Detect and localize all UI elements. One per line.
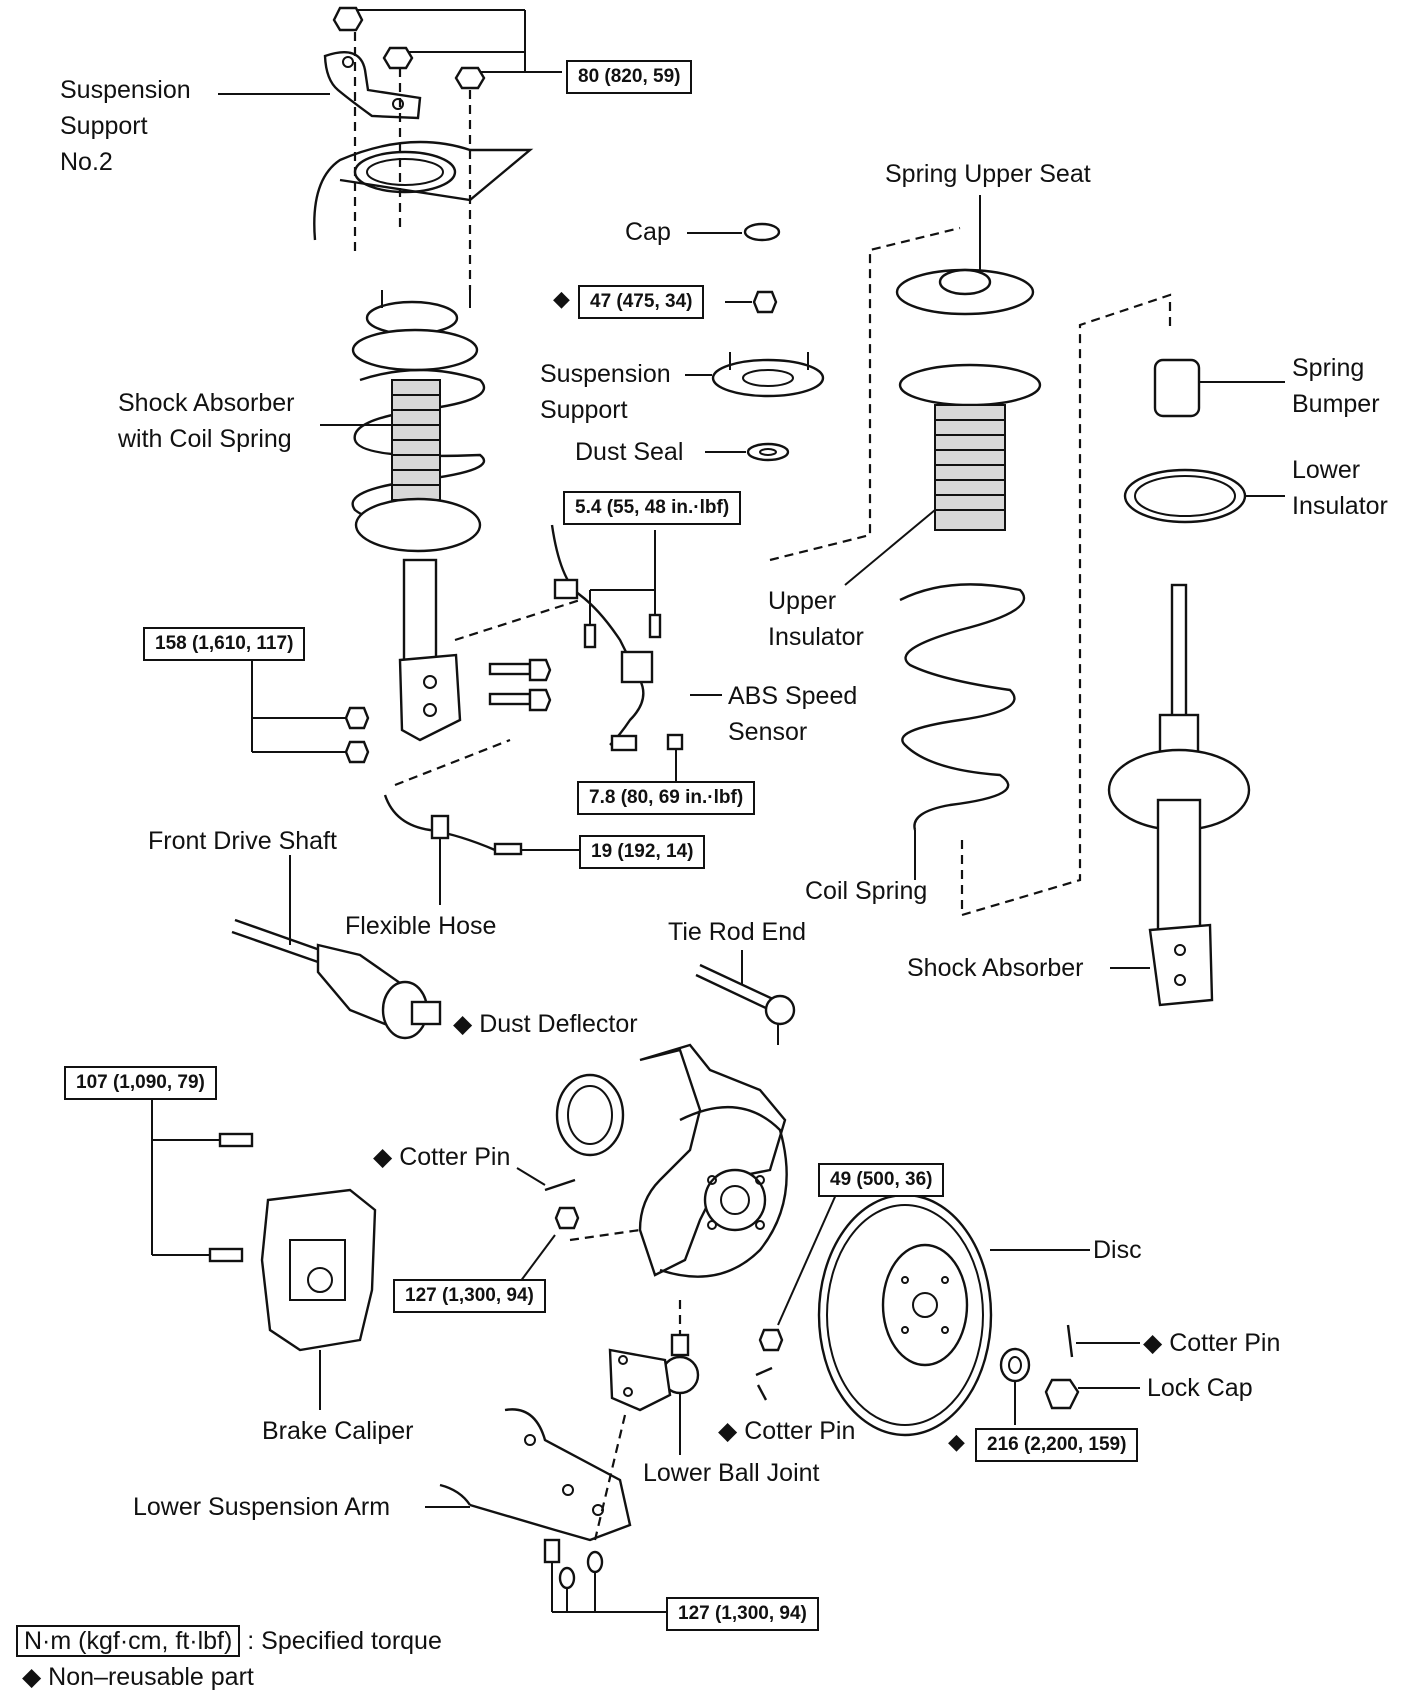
label-abs-speed-sensor: ABS Speed Sensor <box>728 682 858 746</box>
spring-upper-seat-part <box>895 195 1035 316</box>
label-dust-deflector: ◆ Dust Deflector <box>453 1006 638 1042</box>
upper-insulator-part <box>844 363 1042 586</box>
coil-spring-part <box>899 583 1026 880</box>
label-disc: Disc <box>1093 1236 1142 1264</box>
torque-abs-bracket: 5.4 (55, 48 in.·lbf) <box>563 491 742 525</box>
top-mount-nuts <box>332 6 562 90</box>
brake-caliper-part <box>260 1188 377 1410</box>
strut-assembly <box>351 290 486 742</box>
strut-bolts <box>251 658 552 764</box>
label-spring-upper-seat: Spring Upper Seat <box>885 160 1091 188</box>
label-tie-rod-end: Tie Rod End <box>668 918 807 946</box>
legend-nonreusable: ◆ Non–reusable part <box>22 1663 254 1691</box>
torque-caliper-bolts: 107 (1,090, 79) <box>64 1066 217 1100</box>
label-coil-spring: Coil Spring <box>805 877 928 905</box>
cotter-pin-right-text: Cotter Pin <box>1169 1329 1281 1357</box>
torque-flex-hose: 19 (192, 14) <box>579 835 706 869</box>
cotter-pin-knuckle-text: Cotter Pin <box>399 1143 511 1171</box>
label-cap: Cap <box>625 218 671 246</box>
spring-bumper-part <box>1153 358 1285 418</box>
label-lower-suspension-arm: Lower Suspension Arm <box>133 1493 391 1521</box>
label-suspension-support: Suspension Support <box>540 360 671 424</box>
suspension-support-part <box>685 352 825 398</box>
label-lower-insulator: Lower Insulator <box>1292 456 1388 520</box>
arm-bolts <box>543 1538 666 1613</box>
flexible-hose-part <box>383 794 580 905</box>
drive-shaft-part <box>231 855 442 1040</box>
label-shock-absorber: Shock Absorber <box>907 954 1084 982</box>
nonreusable-mark-hub-nut: ◆ <box>948 1429 965 1454</box>
nonreusable-mark: ◆ <box>1143 1329 1163 1357</box>
label-brake-caliper: Brake Caliper <box>262 1417 414 1445</box>
torque-ball-joint-nut: 127 (1,300, 94) <box>393 1279 546 1313</box>
label-upper-insulator: Upper Insulator <box>768 587 864 651</box>
torque-strut-bolts: 158 (1,610, 117) <box>143 627 306 661</box>
dust-deflector-text: Dust Deflector <box>479 1010 638 1038</box>
shock-absorber-part <box>1107 583 1251 1007</box>
label-cotter-pin-knuckle: ◆ Cotter Pin <box>373 1139 510 1175</box>
torque-top-nuts: 80 (820, 59) <box>566 60 693 94</box>
coil-spring-dashes <box>769 226 1172 917</box>
caliper-bolts <box>151 1094 254 1263</box>
tie-rod-end-part <box>695 950 796 1045</box>
torque-hub-nut: 216 (2,200, 159) <box>975 1428 1139 1462</box>
label-dust-seal: Dust Seal <box>575 438 684 466</box>
label-flexible-hose: Flexible Hose <box>345 912 497 940</box>
label-lock-cap: Lock Cap <box>1147 1374 1253 1402</box>
disc-part <box>817 1193 1090 1437</box>
nonreusable-mark-piston-nut: ◆ <box>553 286 570 311</box>
torque-arm-bolts: 127 (1,300, 94) <box>666 1597 819 1631</box>
dust-deflector-part <box>555 1073 625 1157</box>
label-lower-ball-joint: Lower Ball Joint <box>643 1459 820 1487</box>
hose-dash <box>394 738 511 787</box>
label-shock-absorber-with-coil-spring: Shock Absorber with Coil Spring <box>118 389 295 453</box>
mount-dashed-lines <box>353 32 472 290</box>
torque-tie-rod-nut: 49 (500, 36) <box>818 1163 945 1197</box>
label-front-drive-shaft: Front Drive Shaft <box>148 827 337 855</box>
nonreusable-mark: ◆ <box>718 1417 738 1445</box>
knuckle-cotter-nut <box>516 1167 641 1283</box>
nonreusable-mark: ◆ <box>373 1143 393 1171</box>
abs-sensor-part <box>550 524 722 785</box>
cap-part <box>687 222 781 242</box>
abs-dash <box>454 598 581 642</box>
label-cotter-pin-right: ◆ Cotter Pin <box>1143 1325 1280 1361</box>
lower-insulator-part <box>1123 468 1285 524</box>
label-spring-bumper: Spring Bumper <box>1292 354 1380 418</box>
dust-seal-part <box>705 442 790 462</box>
label-suspension-support-no2: Suspension Support No.2 <box>60 76 191 176</box>
torque-abs-sensor: 7.8 (80, 69 in.·lbf) <box>577 781 756 815</box>
lower-ball-joint-part <box>608 1300 700 1455</box>
hub-nut-parts <box>999 1324 1140 1425</box>
tie-rod-nut-cotter <box>755 1189 839 1401</box>
strut-tower-panel <box>313 140 534 241</box>
label-cotter-pin-balljoint: ◆ Cotter Pin <box>718 1413 855 1449</box>
torque-piston-nut: 47 (475, 34) <box>578 285 705 319</box>
legend-torque-unit: N·m (kgf·cm, ft·lbf) <box>16 1625 241 1657</box>
knuckle-part <box>638 1043 788 1278</box>
nonreusable-mark: ◆ <box>453 1010 473 1038</box>
legend-torque-text: : Specified torque <box>247 1627 442 1655</box>
legend-torque: N·m (kgf·cm, ft·lbf) : Specified torque <box>16 1624 442 1658</box>
piston-nut-part <box>725 290 778 314</box>
cotter-pin-balljoint-text: Cotter Pin <box>744 1417 856 1445</box>
lower-suspension-arm-part <box>425 1408 632 1542</box>
